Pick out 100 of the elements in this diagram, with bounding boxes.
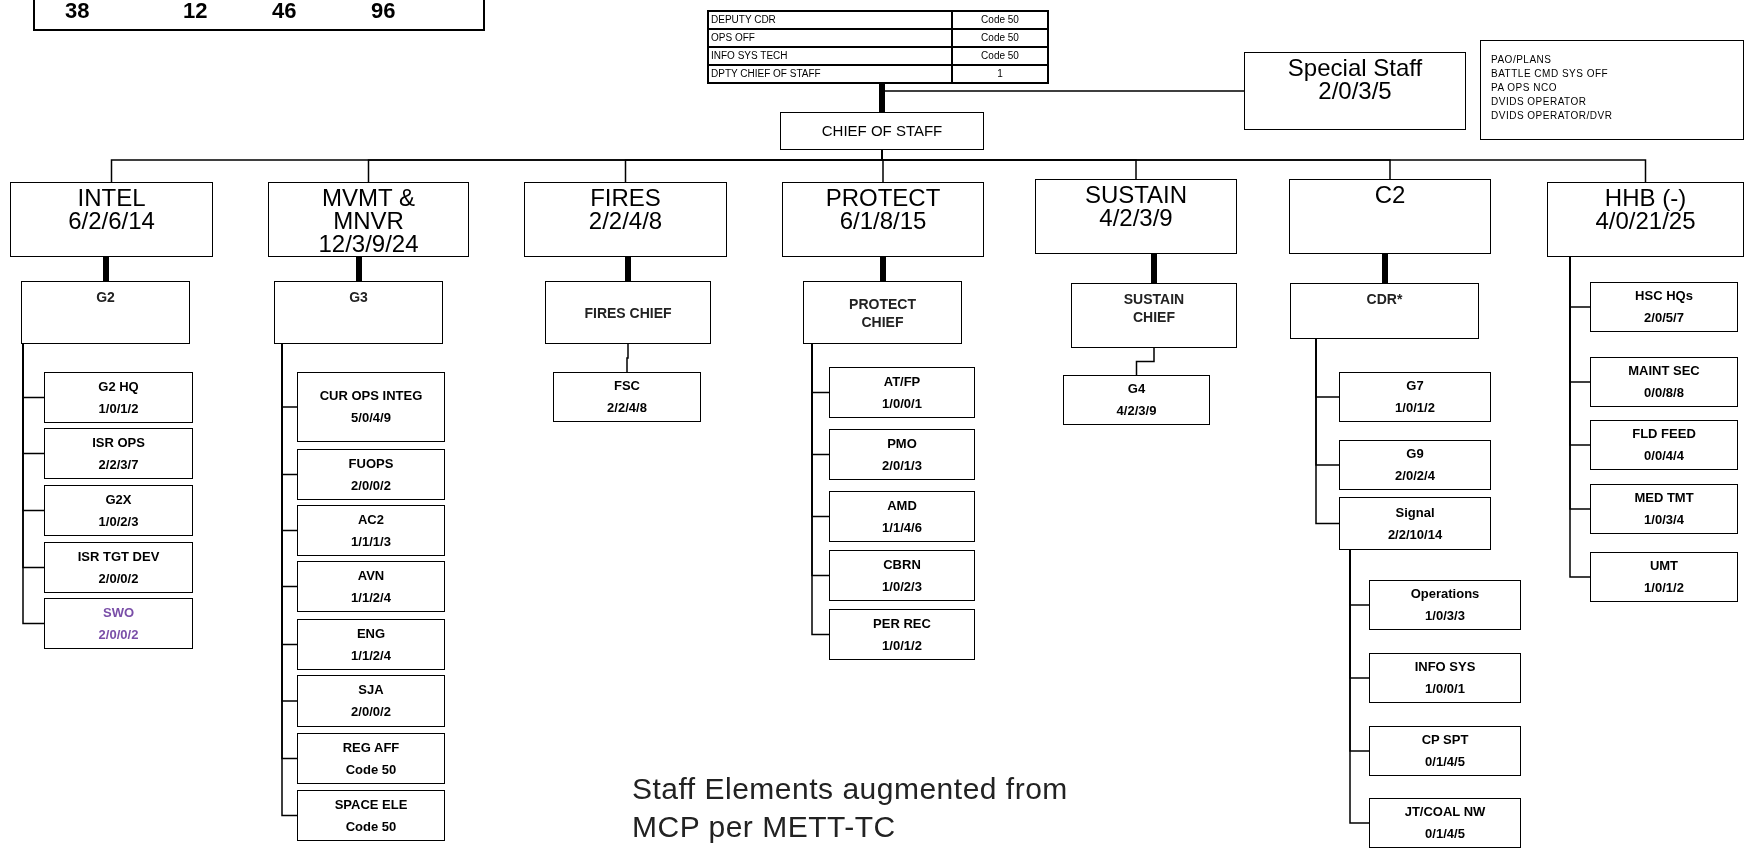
- section-chief-box: [1071, 283, 1237, 348]
- node-text: G2X: [105, 490, 132, 509]
- table-cell: INFO SYS TECH: [708, 47, 952, 65]
- node-text: 0/1/4/5: [1425, 753, 1465, 771]
- staff-cell-box: [44, 372, 193, 423]
- node-text: Code 50: [345, 760, 397, 779]
- node-text: 6/2/6/14: [68, 209, 155, 232]
- connector-line: [880, 257, 886, 281]
- staff-cell-box: [1339, 440, 1491, 490]
- node-text: 2/2/3/7: [98, 455, 139, 474]
- table-cell: DEPUTY CDR: [708, 11, 952, 29]
- node-text: SUSTAIN: [1084, 183, 1188, 206]
- node-text: Signal: [1395, 503, 1435, 522]
- node-text: FIRES CHIEF: [584, 303, 672, 322]
- node-text: CP SPT: [1421, 731, 1469, 749]
- node-text: INTEL: [77, 186, 146, 209]
- table-cell: Code 50: [952, 47, 1048, 65]
- table-cell: 1: [952, 65, 1048, 83]
- staff-cell-box: [44, 485, 193, 536]
- staff-cell-box: [829, 491, 975, 542]
- staff-cell-box: [553, 372, 701, 422]
- connector-line: [1315, 338, 1340, 525]
- node-text: 4/2/3/9: [1116, 402, 1157, 420]
- node-text: 12/3/9/24: [318, 232, 419, 255]
- node-text: 1/0/1/2: [1395, 399, 1435, 417]
- node-text: AC2: [358, 510, 384, 529]
- node-text: 6/1/8/15: [839, 209, 927, 232]
- number-text: 38: [65, 0, 90, 22]
- staff-cell-box: [1369, 653, 1521, 703]
- node-text: PA OPS NCO: [1491, 81, 1557, 95]
- node-text: CUR OPS INTEG: [319, 387, 423, 405]
- node-text: Operations: [1410, 585, 1480, 603]
- node-text: 2/0/0/2: [351, 476, 391, 495]
- node-text: AVN: [357, 566, 385, 585]
- node-text: C2: [1374, 183, 1406, 206]
- node-text: JT/COAL NW: [1404, 803, 1486, 821]
- node-text: ISR OPS: [92, 433, 145, 452]
- node-text: G7: [1406, 377, 1424, 395]
- staff-cell-box: [1590, 552, 1738, 602]
- node-text: PAO/PLANS: [1491, 53, 1552, 67]
- table-cell: Code 50: [952, 11, 1048, 29]
- node-text: FUOPS: [348, 454, 394, 473]
- connector-line: [625, 257, 631, 281]
- number-text: 46: [272, 0, 297, 22]
- staff-cell-box: [1063, 375, 1210, 425]
- connector-line: [1382, 254, 1388, 283]
- node-text: 2/2/4/8: [588, 209, 663, 232]
- node-text: BATTLE CMD SYS OFF: [1491, 67, 1609, 81]
- node-text: 2/0/0/2: [98, 569, 139, 588]
- section-box: [10, 182, 213, 257]
- section-box: [782, 182, 984, 257]
- node-text: 1/0/0/1: [1425, 680, 1465, 698]
- node-text: SPACE ELE: [334, 795, 408, 814]
- node-text: INFO SYS: [1414, 658, 1476, 676]
- staff-cell-box: [829, 550, 975, 601]
- node-text: DVIDS OPERATOR/DVR: [1491, 109, 1613, 123]
- staff-cell-box: [297, 505, 445, 556]
- connector-line: [1569, 256, 1591, 578]
- node-text: 1/0/1/2: [882, 636, 922, 655]
- table-cell: DPTY CHIEF OF STAFF: [708, 65, 952, 83]
- staff-cell-box: [44, 428, 193, 479]
- number-text: 12: [183, 0, 208, 22]
- node-text: G2: [96, 288, 115, 306]
- node-text: ISR TGT DEV: [77, 547, 160, 566]
- node-text: DVIDS OPERATOR: [1491, 95, 1587, 109]
- node-text: 2/0/0/2: [351, 703, 391, 721]
- staff-cell-box: [1339, 372, 1491, 422]
- staff-cell-box: [297, 790, 445, 841]
- node-text: G9: [1406, 445, 1424, 463]
- section-chief-box: [21, 281, 190, 344]
- section-chief-box: [274, 281, 443, 344]
- node-text: G2 HQ: [98, 377, 139, 396]
- connector-line: [356, 257, 362, 281]
- node-text: 4/2/3/9: [1099, 206, 1173, 229]
- node-text: Code 50: [345, 817, 397, 836]
- node-text: MED TMT: [1634, 489, 1694, 507]
- staff-cell-box: [297, 449, 445, 500]
- staff-cell-box: [1590, 357, 1738, 407]
- node-text: SUSTAIN CHIEF: [1122, 290, 1186, 326]
- node-text: SWO: [102, 603, 135, 622]
- node-text: 2/2/4/8: [607, 399, 647, 417]
- table-cell: Code 50: [952, 29, 1048, 47]
- staff-cell-box: [829, 429, 975, 480]
- node-text: 1/1/2/4: [351, 588, 391, 607]
- staff-cell-box: [1590, 282, 1738, 332]
- node-text: 2/2/10/14: [1387, 525, 1443, 544]
- node-text: G4: [1127, 380, 1146, 398]
- node-text: FLD FEED: [1632, 425, 1696, 443]
- node-text: G3: [349, 288, 368, 306]
- node-text: SJA: [358, 681, 384, 699]
- node-text: FIRES: [590, 186, 661, 209]
- node-text: 1/0/0/1: [882, 394, 922, 413]
- staff-cell-box: [297, 561, 445, 612]
- connector-line: [22, 343, 45, 625]
- section-box: [1244, 52, 1466, 130]
- node-text: AMD: [887, 496, 917, 515]
- node-text: 1/1/2/4: [351, 646, 391, 665]
- section-chief-box: [803, 281, 962, 344]
- staff-cell-box: [1369, 798, 1521, 848]
- section-box: [1035, 179, 1237, 254]
